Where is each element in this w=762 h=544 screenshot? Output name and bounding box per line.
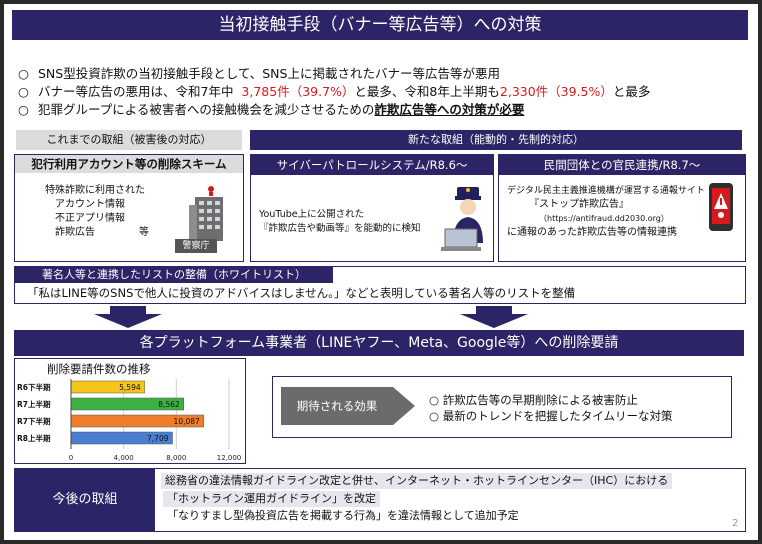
future-line-3: 「なりすまし型偽投資広告を掲載する行為」を違法情報として追加予定: [167, 509, 519, 522]
bullet-3-emphasis: 詐欺広告等への対策が必要: [374, 102, 525, 117]
partner-box: 民間団体との官民連携/R8.7～ デジタル民主主義推進機構が運営する通報サイト …: [498, 154, 746, 262]
partner-title: 民間団体との官民連携/R8.7～: [499, 155, 745, 175]
chart-title: 削除要請件数の推移: [47, 362, 151, 376]
police-building-icon: [189, 186, 223, 241]
chart-x-tick-label: 0: [69, 454, 73, 461]
partner-line-1: デジタル民主主義推進機構が運営する通報サイト: [507, 186, 705, 196]
chart-x-tick-label: 8,000: [166, 454, 186, 461]
laptop-icon: [441, 228, 481, 251]
chart-category-label: R7上半期: [17, 399, 51, 409]
effects-item-1-text: 詐欺広告等の早期削除による被害防止: [442, 393, 638, 407]
bullet-2-text-c: と最多、令和8年上半期も: [354, 84, 500, 99]
chart-category-label: R6下半期: [17, 382, 51, 392]
chart-category-label: R8上半期: [17, 433, 51, 443]
chart-value-label: 5,594: [119, 383, 141, 392]
scheme-line-3: 不正アプリ情報: [55, 213, 125, 224]
bullet-marker: ○: [18, 102, 29, 117]
future-line-1: 総務省の違法情報ガイドライン改定と併せ、インターネット・ホットラインセンター（I…: [161, 473, 673, 489]
bullet-marker: ○: [18, 84, 29, 99]
whitelist-text: 「私はLINE等のSNSで他人に投資のアドバイスはしません。」などと表明している…: [27, 286, 576, 300]
future-line-2: 「ホットライン運用ガイドライン」を改定: [163, 491, 380, 507]
arrow-left-icon: [94, 314, 162, 328]
chart-x-tick-label: 4,000: [114, 454, 134, 461]
scheme-line-2: アカウント情報: [55, 199, 125, 210]
scheme-etc: 等: [139, 227, 149, 238]
effects-item-1: ○ 詐欺広告等の早期削除による被害防止: [429, 393, 638, 407]
arrow-right-stem: [476, 306, 512, 314]
whitelist-title: 著名人等と連携したリストの整備（ホワイトリスト）: [15, 267, 333, 283]
chart-value-label: 8,562: [158, 400, 180, 409]
effects-item-2-text: 最新のトレンドを把握したタイムリーな対策: [442, 409, 673, 423]
patrol-line-1: YouTube上に公開された: [259, 209, 365, 220]
page-number: 2: [732, 518, 739, 529]
partner-line-2: 『ストップ詐欺広告』: [529, 199, 629, 210]
slide: 当初接触手段（バナー等広告等）への対策 ○ SNS型投資詐欺の当初接触手段として、…: [4, 4, 758, 540]
bullet-marker: ○: [429, 409, 440, 423]
future-box: 今後の取組 総務省の違法情報ガイドライン改定と併せ、インターネット・ホットライン…: [14, 468, 746, 532]
bullet-marker: ○: [429, 393, 440, 407]
effects-arrow-label: [281, 387, 415, 425]
bullet-3: ○ 犯罪グループによる被害者への接触機会を減少させるための詐欺広告等への対策が必要: [18, 102, 524, 118]
bullet-3-text-a: 犯罪グループによる被害者への接触機会を減少させるための: [38, 102, 375, 117]
bullet-2-count-2026: 2,330件（39.5%）: [499, 84, 613, 99]
partner-line-4: に通報のあった詐欺広告等の情報連携: [507, 227, 677, 238]
effects-label: 期待される効果: [296, 399, 378, 413]
chart-value-label: 7,709: [147, 434, 169, 443]
bullet-2: ○ バナー等広告の悪用は、令和7年中 3,785件（39.7%）と最多、令和8年上…: [18, 84, 650, 100]
chart-x-tick-label: 12,000: [217, 454, 242, 461]
bullet-1: ○ SNS型投資詐欺の当初接触手段として、SNS上に掲載されたバナー等広告等が悪用: [18, 66, 500, 82]
whitelist-box: 著名人等と連携したリストの整備（ホワイトリスト） 「私はLINE等のSNSで他人…: [14, 266, 746, 304]
bullet-2-text-a: バナー等広告の悪用は、令和7年中: [38, 84, 234, 99]
patrol-title: サイバーパトロールシステム/R8.6～: [251, 155, 493, 175]
bullet-2-count-2025: 3,785件（39.7%）: [241, 84, 355, 99]
bullet-1-text: SNS型投資詐欺の当初接触手段として、SNS上に掲載されたバナー等広告等が悪用: [38, 66, 500, 81]
patrol-box: サイバーパトロールシステム/R8.6～ YouTube上に公開された 『詐欺広告…: [250, 154, 494, 262]
effects-box: 期待される効果 ○ 詐欺広告等の早期削除による被害防止 ○ 最新のトレンドを把握…: [272, 376, 732, 438]
patrol-line-2: 『詐欺広告や動画等』を能動的に検知: [259, 223, 421, 234]
right-section-header: 新たな取組（能動的・先制的対応）: [250, 130, 742, 150]
scheme-line-1: 特殊詐欺に利用された: [45, 185, 145, 196]
future-label: 今後の取組: [15, 469, 155, 531]
chart-category-label: R7下半期: [17, 416, 51, 426]
scheme-box: 犯行利用アカウント等の削除スキーム 特殊詐欺に利用された アカウント情報 不正ア…: [14, 154, 244, 262]
police-label: 警察庁: [175, 239, 217, 253]
scheme-title: 犯行利用アカウント等の削除スキーム: [15, 155, 243, 173]
arrow-left-stem: [110, 306, 146, 314]
request-bar: 各プラットフォーム事業者（LINEヤフー、Meta、Google等）への削除要請: [14, 330, 744, 356]
bullet-marker: ○: [18, 66, 29, 81]
partner-line-3: （https://antifraud.dd2030.org）: [539, 214, 669, 223]
page-title: 当初接触手段（バナー等広告等）への対策: [12, 10, 748, 40]
effects-item-2: ○ 最新のトレンドを把握したタイムリーな対策: [429, 409, 672, 423]
arrow-right-icon: [460, 314, 528, 328]
scheme-line-4: 詐欺広告: [55, 227, 95, 238]
left-section-header: これまでの取組（被害後の対応）: [16, 130, 242, 150]
bullet-2-text-e: と最多: [612, 84, 651, 99]
chart-value-label: 10,087: [174, 417, 200, 426]
smartphone-warning-icon: [709, 183, 733, 231]
